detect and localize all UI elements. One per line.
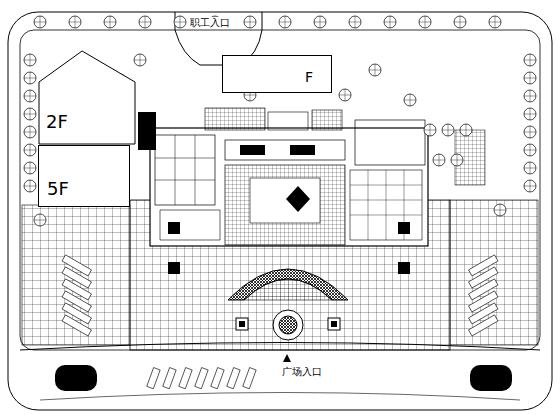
tree-symbol [339, 89, 351, 101]
tree-symbol [384, 16, 396, 28]
parking-stall [179, 368, 192, 389]
tree-symbol [524, 126, 536, 138]
tree-symbol [494, 204, 506, 216]
tree-symbol [524, 180, 536, 192]
tree-symbol [524, 108, 536, 120]
tree-symbol [369, 64, 381, 76]
tree-symbol [524, 72, 536, 84]
tree-symbol [24, 180, 36, 192]
entrance-label: 职工入口 [188, 17, 232, 29]
tree-symbol [24, 126, 36, 138]
tree-symbol [139, 16, 151, 28]
tree-symbol [69, 16, 81, 28]
tree-symbol [454, 16, 466, 28]
tree-symbol [34, 16, 46, 28]
tree-symbol [424, 124, 436, 136]
parking-stall [163, 368, 176, 389]
tree-symbol [460, 124, 472, 136]
tree-symbol [442, 124, 454, 136]
tree-symbol [279, 16, 291, 28]
parking-stall [147, 368, 160, 389]
tree-symbol [489, 16, 501, 28]
building-outline: 2F [38, 50, 136, 145]
tree-symbol [524, 54, 536, 66]
tree-symbol [349, 16, 361, 28]
tree-symbol [104, 16, 116, 28]
tree-symbol [24, 144, 36, 156]
tree-symbol [24, 90, 36, 102]
tree-symbol [24, 108, 36, 120]
tree-symbol [451, 154, 463, 166]
tree-symbol [433, 154, 445, 166]
tree-symbol [134, 54, 146, 66]
tree-symbol [34, 214, 46, 226]
tree-symbol [404, 94, 416, 106]
tree-symbol [314, 16, 326, 28]
tree-symbol [174, 16, 186, 28]
parking-stall [227, 368, 240, 389]
parking-stall [243, 368, 256, 389]
tree-symbol [524, 144, 536, 156]
building-outline: 5F [38, 145, 130, 207]
tree-symbol [24, 54, 36, 66]
entrance-label: 广场入口 [280, 366, 324, 378]
parking-stall [469, 315, 498, 336]
floor-label: 5F [47, 180, 69, 198]
tree-symbol [419, 16, 431, 28]
floor-label: F [305, 70, 313, 84]
floor-label: 2F [46, 113, 68, 131]
tree-symbol [24, 162, 36, 174]
tree-symbol [524, 90, 536, 102]
building-outline: F [222, 55, 332, 93]
tree-symbol [24, 72, 36, 84]
tree-symbol [244, 16, 256, 28]
tree-symbol [524, 162, 536, 174]
parking-stall [195, 368, 208, 389]
parking-stall [62, 315, 91, 336]
parking-stall [211, 368, 224, 389]
